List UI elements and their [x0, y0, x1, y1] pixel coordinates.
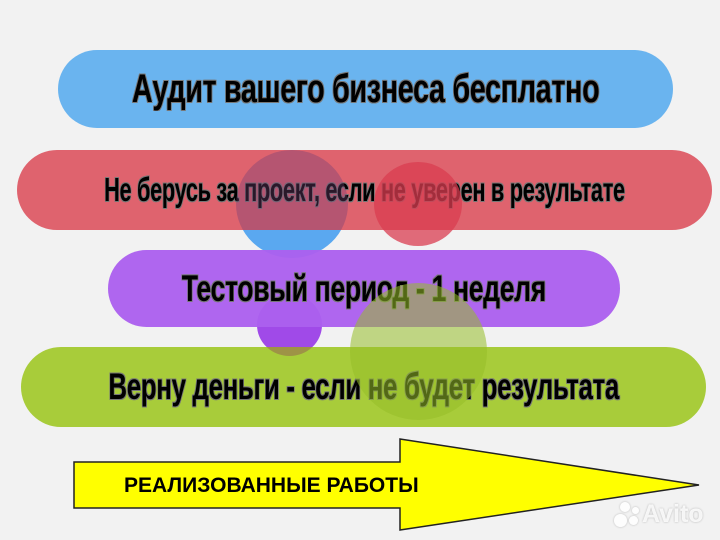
- arrow-right-icon[interactable]: [73, 438, 703, 532]
- decorative-circle-red: [374, 162, 462, 246]
- feature-pill-free-audit: Аудит вашего бизнеса бесплатно: [58, 50, 673, 128]
- avito-dots-icon: [612, 501, 640, 528]
- completed-works-link[interactable]: РЕАЛИЗОВАННЫЕ РАБОТЫ: [124, 474, 419, 497]
- decorative-circle-green: [350, 283, 487, 420]
- feature-text: Тестовый период - 1 неделя: [181, 267, 547, 309]
- feature-pill-guarantee-commitment: Не берусь за проект, если не уверен в ре…: [17, 150, 712, 230]
- avito-watermark: Avito: [612, 500, 704, 529]
- decorative-circle-purple-overlap: [257, 347, 322, 356]
- feature-text: Не берусь за проект, если не уверен в ре…: [104, 171, 625, 208]
- feature-pill-trial-period: Тестовый период - 1 неделя: [108, 250, 620, 327]
- feature-text: Аудит вашего бизнеса бесплатно: [131, 66, 600, 111]
- avito-wordmark: Avito: [642, 500, 704, 528]
